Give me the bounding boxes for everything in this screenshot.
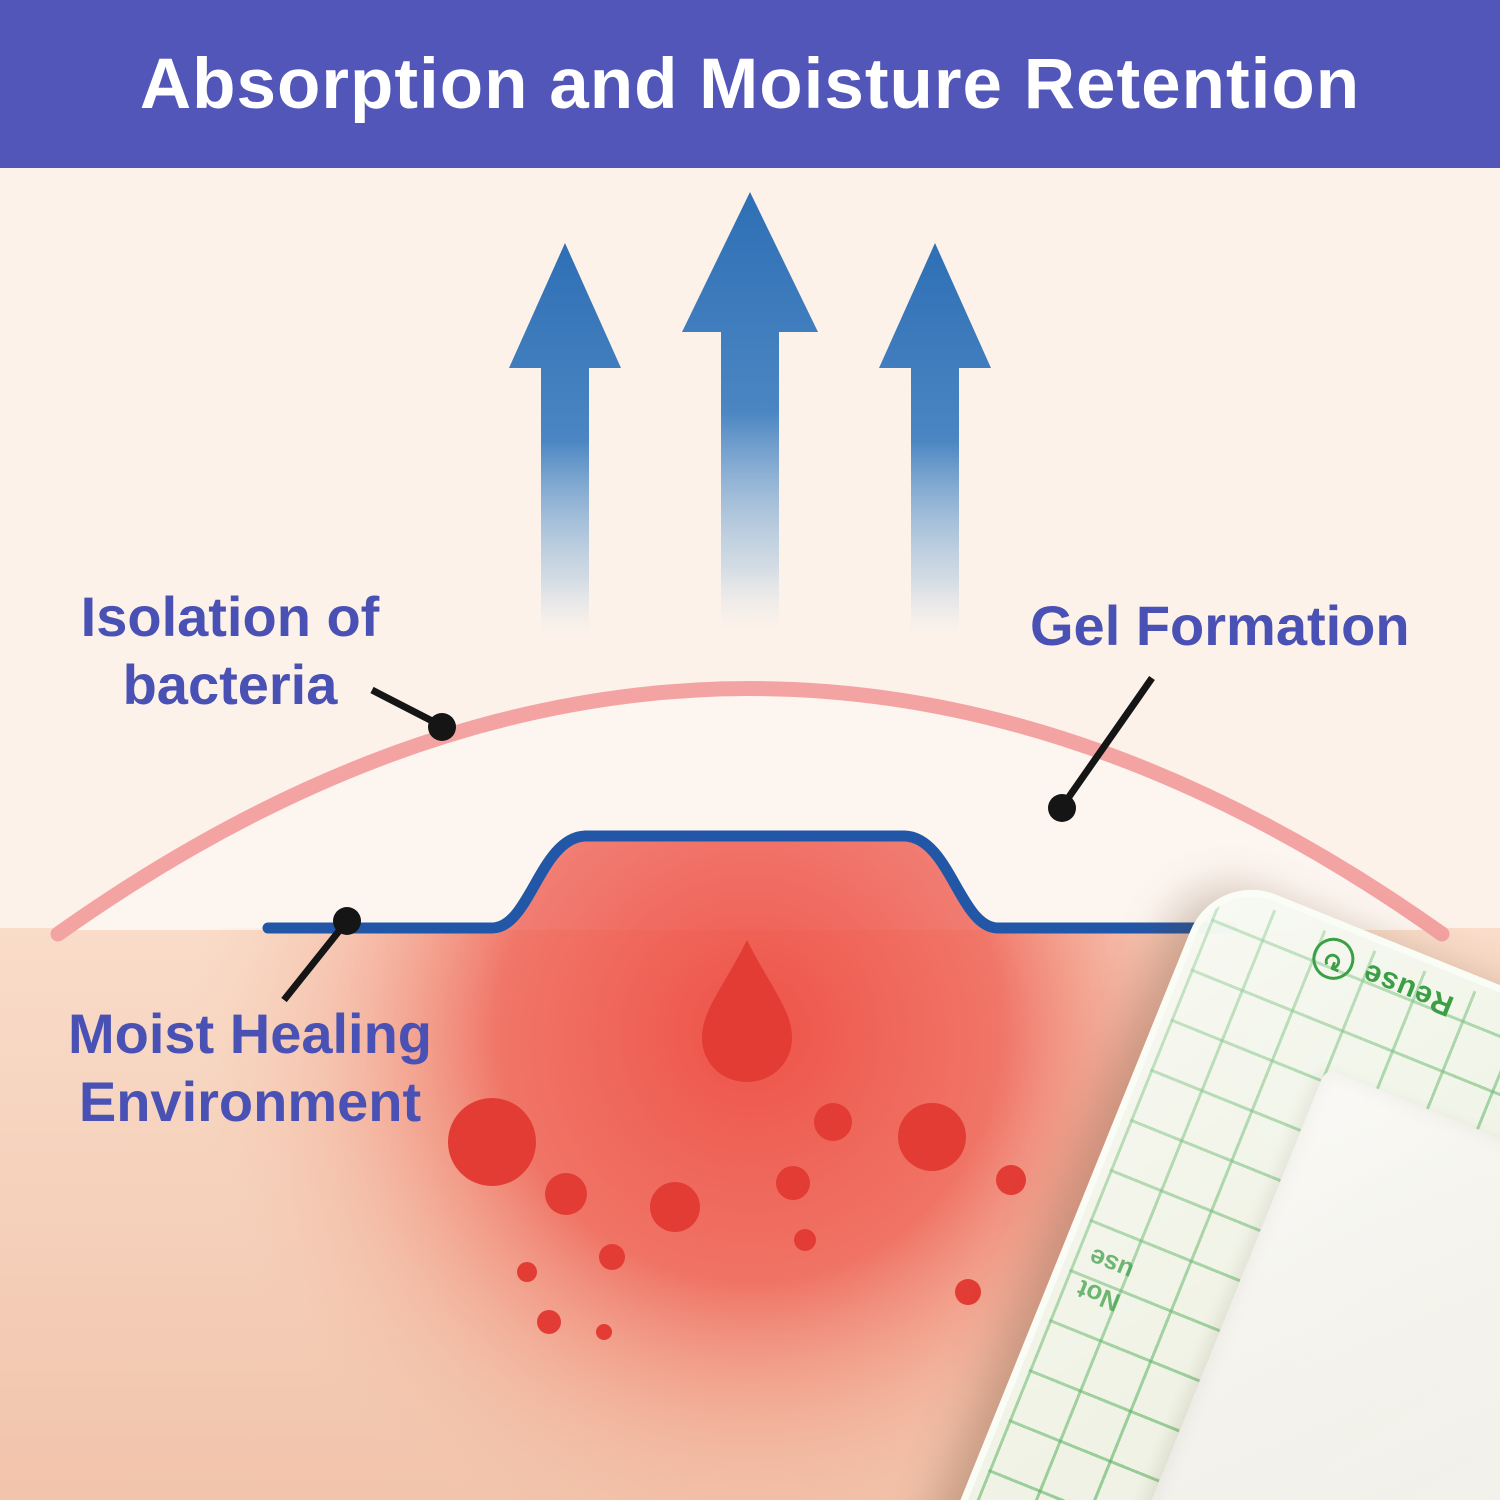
- wound-dot: [794, 1229, 816, 1251]
- header-banner: Absorption and Moisture Retention: [0, 0, 1500, 168]
- moisture-arrow-left-icon: [509, 243, 621, 638]
- blood-drop-icon: [702, 940, 792, 1082]
- moist-healing-environment-label: Moist Healing Environment: [50, 1000, 450, 1137]
- moist-pointer-line: [281, 918, 350, 1003]
- wound-dot: [517, 1262, 537, 1282]
- moist-label-line1: Moist Healing: [67, 1002, 433, 1065]
- gel-formation-label: Gel Formation: [1030, 592, 1450, 660]
- wound-dot: [599, 1244, 625, 1270]
- wound-dot: [996, 1165, 1026, 1195]
- wound-dot: [596, 1324, 612, 1340]
- isolation-label-line1: Isolation of: [80, 585, 380, 648]
- page-title: Absorption and Moisture Retention: [139, 44, 1361, 124]
- isolation-of-bacteria-label: Isolation of bacteria: [55, 583, 405, 720]
- moisture-arrow-center-icon: [682, 192, 818, 632]
- wound-dot: [650, 1182, 700, 1232]
- wound-dot: [448, 1098, 536, 1186]
- wound-dot: [898, 1103, 966, 1171]
- isolation-pointer-line: [370, 686, 440, 728]
- wound-dot: [814, 1103, 852, 1141]
- isolation-label-line2: bacteria: [122, 653, 338, 717]
- gel-label-text: Gel Formation: [1030, 594, 1410, 657]
- dome-outline-pink: [50, 681, 1450, 942]
- wound-dot: [955, 1279, 981, 1305]
- isolation-pointer-dot: [428, 713, 456, 741]
- callout-pointers: [281, 675, 1155, 1003]
- moisture-arrow-right-icon: [879, 243, 991, 638]
- wound-dot: [537, 1310, 561, 1334]
- gel-pointer-dot: [1048, 794, 1076, 822]
- moist-label-line2: Environment: [78, 1070, 422, 1134]
- wound-dot: [776, 1166, 810, 1200]
- wound-dot: [545, 1173, 587, 1215]
- gel-pointer-line: [1061, 675, 1155, 807]
- moist-pointer-dot: [333, 907, 361, 935]
